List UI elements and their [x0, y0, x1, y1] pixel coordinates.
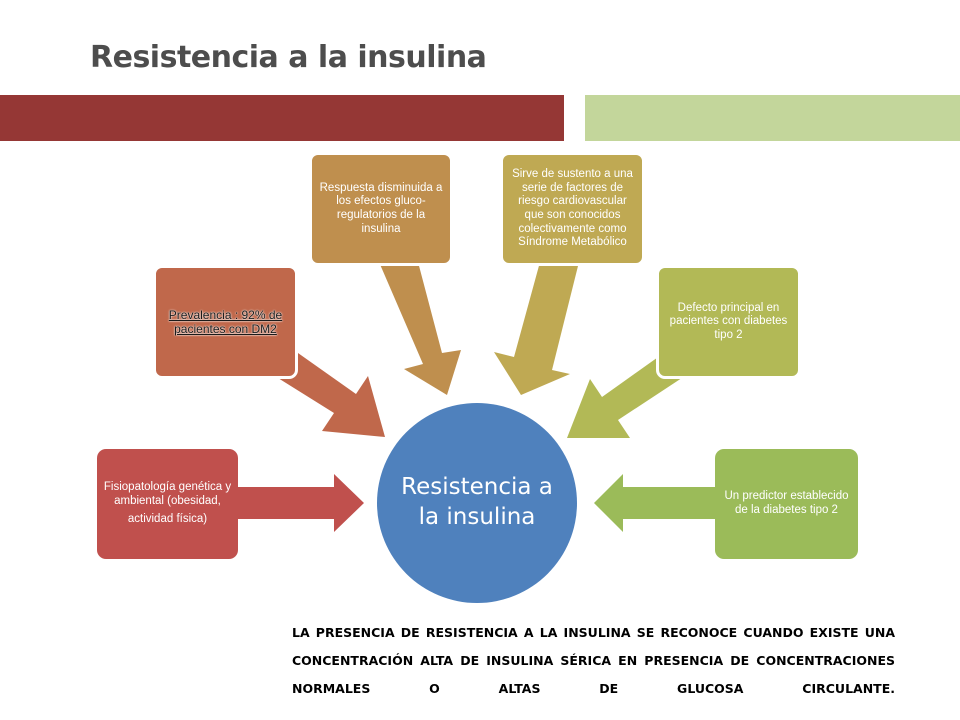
slide-title: Resistencia a la insulina: [90, 40, 487, 75]
node-label: Respuesta disminuida a los efectos gluco…: [319, 181, 443, 235]
node-label: Defecto principal en pacientes con diabe…: [669, 301, 788, 341]
node-respuesta-disminuida: Respuesta disminuida a los efectos gluco…: [309, 152, 453, 266]
node-sindrome-metabolico: Sirve de sustento a una serie de factore…: [500, 152, 645, 266]
center-circle: Resistencia a la insulina: [377, 403, 577, 603]
node-label: Prevalencia : 92% de pacientes con DM2: [168, 307, 283, 336]
node-defecto-principal: Defecto principal en pacientes con diabe…: [656, 265, 801, 379]
node-predictor: Un predictor establecido de la diabetes …: [715, 449, 858, 559]
arrow-node-3: [379, 262, 461, 395]
node-label: actividad física): [127, 513, 208, 526]
header-bar-left: [0, 95, 564, 141]
header-bar-right: [585, 95, 960, 141]
arrow-node-6: [594, 474, 715, 532]
arrow-node-4: [494, 262, 579, 395]
caption-text: LA PRESENCIA DE RESISTENCIA A LA INSULIN…: [292, 625, 895, 696]
node-label: Sirve de sustento a una serie de factore…: [512, 168, 633, 249]
node-label: Un predictor establecido de la diabetes …: [724, 490, 849, 516]
arrow-node-1: [238, 474, 364, 532]
node-label: Fisiopatología genética y ambiental (obe…: [103, 481, 232, 507]
center-label: Resistencia a la insulina: [401, 474, 553, 530]
node-prevalencia: Prevalencia : 92% de pacientes con DM2: [153, 265, 298, 379]
node-fisiopatologia: Fisiopatología genética y ambiental (obe…: [97, 449, 238, 559]
